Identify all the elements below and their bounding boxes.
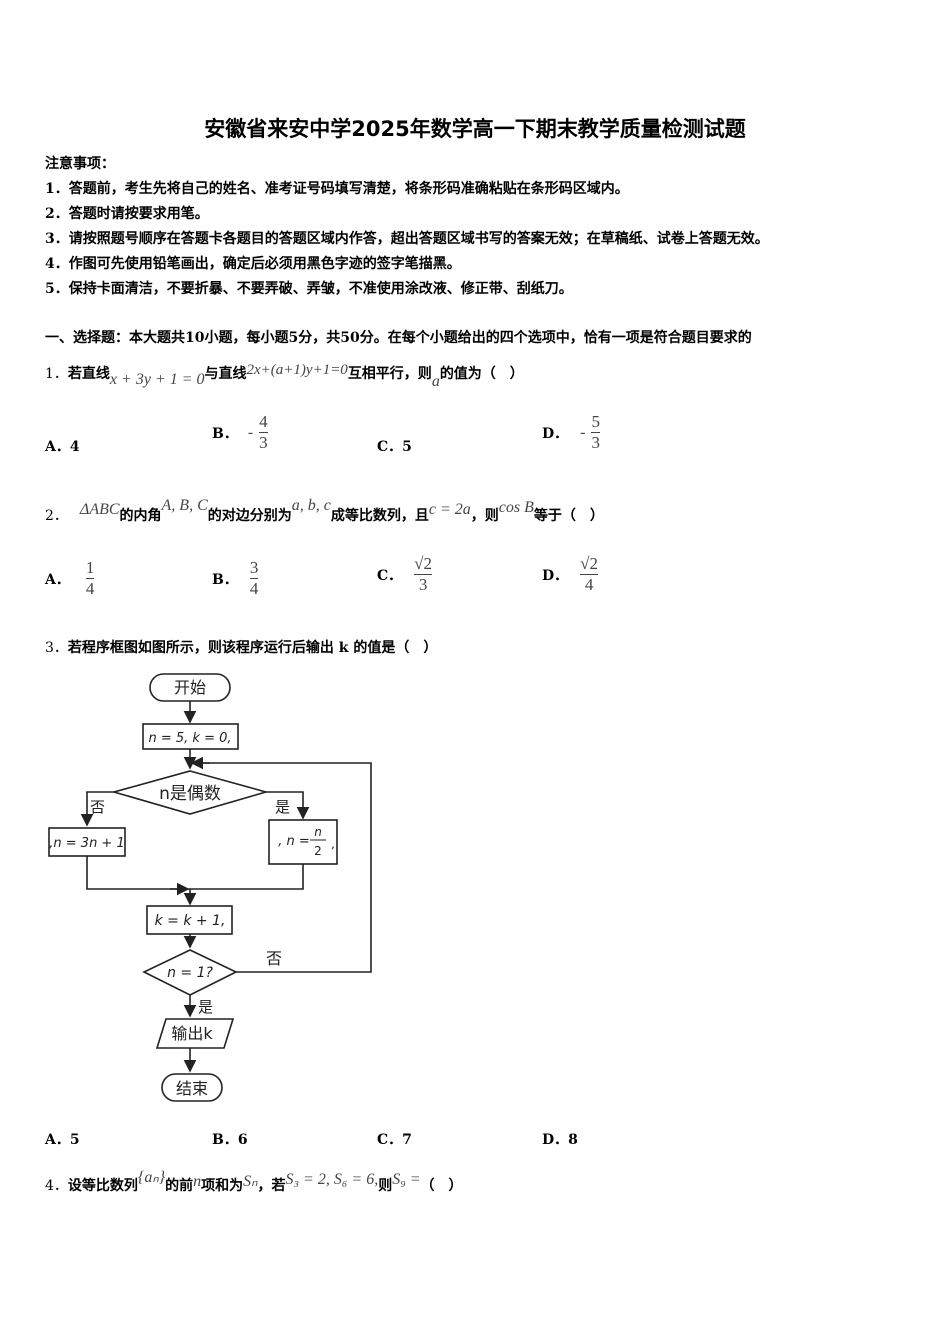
math-expression: ΔABC [79, 501, 120, 518]
math-expression: S₃ = 2, S₆ = 6, [285, 1171, 379, 1188]
flow-cond2-label: n = 1? [167, 965, 213, 981]
question-4: 4．设等比数列{aₙ}的前n项和为Sₙ，若S₃ = 2, S₆ = 6,则S₉ … [45, 1169, 463, 1194]
question-number: 2． [45, 508, 68, 524]
flow-yes1-label: 是 [275, 798, 290, 816]
question-1: 1．若直线x + 3y + 1 = 0与直线2x+(a+1)y+1=0互相平行，… [45, 362, 524, 390]
page-title: 安徽省来安中学2025年数学高一下期末教学质量检测试题 [204, 117, 746, 141]
flow-output-label: 输出k [171, 1024, 213, 1043]
q1-option-a: A．4 [45, 439, 80, 455]
flow-start-label: 开始 [174, 678, 206, 697]
note-item: 2．答题时请按要求用笔。 [45, 206, 209, 222]
flow-end-label: 结束 [176, 1079, 208, 1098]
math-expression: A, B, C [161, 497, 208, 514]
notes-heading: 注意事项： [45, 156, 115, 172]
flow-decision-even [111, 770, 269, 815]
question-number: 4． [45, 1178, 68, 1194]
math-expression: {aₙ} [137, 1169, 166, 1186]
section-heading: 一、选择题：本大题共10小题，每小题5分，共50分。在每个小题给出的四个选项中，… [45, 330, 752, 346]
note-item: 1．答题前，考生先将自己的姓名、准考证号码填写清楚，将条形码准确粘贴在条形码区域… [45, 181, 629, 197]
flow-no2-label: 否 [266, 949, 282, 968]
flow-inc-label: k = k + 1, [155, 913, 226, 929]
note-item: 4．作图可先使用铅笔画出，确定后必须用黑色字迹的签字笔描黑。 [45, 256, 461, 272]
q3-option-c: C．7 [377, 1132, 412, 1148]
math-expression: 2x+(a+1)y+1=0 [246, 362, 348, 378]
q3-option-a: A．5 [45, 1132, 80, 1148]
q1-option-c: C．5 [377, 439, 412, 455]
flow-end-node [161, 1073, 223, 1102]
q3-option-d: D．8 [542, 1132, 578, 1148]
flow-init-label: n = 5, k = 0, [148, 731, 231, 746]
flow-even-post: , [331, 837, 335, 851]
q3-option-b: B．6 [212, 1132, 248, 1148]
flowchart: 开始 n = 5, k = 0, n是偶数 否 是 ,n = 3n + 1 , … [48, 673, 372, 1102]
math-expression: S₉ = [392, 1171, 421, 1188]
math-expression: a, b, c [291, 497, 331, 514]
note-item: 3．请按照题号顺序在答题卡各题目的答题区域内作答，超出答题区域书写的答案无效；在… [45, 231, 769, 247]
flow-yes2-label: 是 [198, 998, 213, 1016]
flow-cond1-label: n是偶数 [159, 784, 221, 804]
question-2: 2．ΔABC的内角A, B, C的对边分别为a, b, c成等比数列，且c = … [45, 497, 604, 524]
math-expression: n [193, 1173, 202, 1190]
math-expression: x + 3y + 1 = 0 [109, 371, 205, 388]
math-expression: a [431, 373, 440, 390]
question-number: 1． [45, 366, 68, 382]
flow-even-den: 2 [314, 844, 322, 858]
math-expression: c = 2a [428, 501, 471, 518]
question-3: 3．若程序框图如图所示，则该程序运行后输出 k 的值是（ ） [45, 640, 438, 656]
flow-output-node [155, 1018, 235, 1049]
note-item: 5．保持卡面清洁，不要折暴、不要弄破、弄皱，不准使用涂改液、修正带、刮纸刀。 [45, 281, 573, 297]
flow-even-num: n [314, 825, 322, 839]
question-number: 3． [45, 640, 68, 656]
flow-no1-label: 否 [90, 798, 105, 816]
math-expression: cos B [498, 499, 534, 516]
flow-odd-label: ,n = 3n + 1 [49, 836, 124, 851]
flow-even-label: , n = [278, 834, 310, 849]
math-expression: Sₙ [243, 1173, 258, 1190]
